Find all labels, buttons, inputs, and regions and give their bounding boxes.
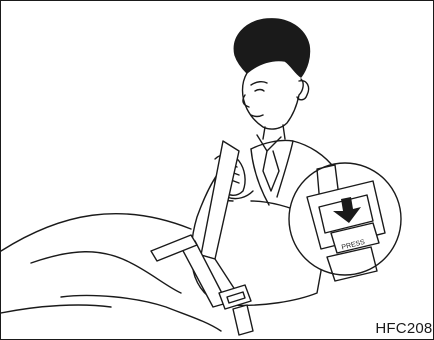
shoulder-belt xyxy=(201,141,239,259)
seat-back xyxy=(61,295,221,331)
jacket-lapel-right xyxy=(277,141,293,197)
buckle-strap xyxy=(233,305,253,335)
seat-edge xyxy=(1,305,111,313)
figure-code: HFC2083 xyxy=(375,320,434,337)
head xyxy=(243,73,304,129)
tie xyxy=(263,151,279,191)
eye xyxy=(255,90,264,92)
mouth xyxy=(251,115,263,117)
eyebrow xyxy=(251,82,267,85)
hair xyxy=(234,19,309,77)
seat-outline xyxy=(1,214,191,251)
